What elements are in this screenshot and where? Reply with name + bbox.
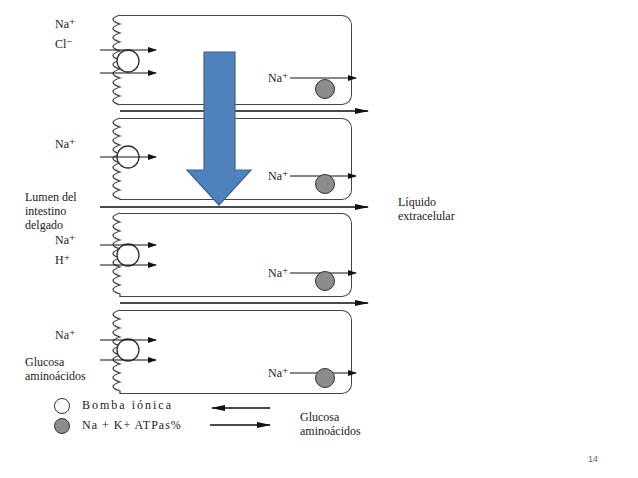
legend-swatch — [54, 398, 70, 414]
apical-arrow — [100, 360, 156, 361]
ion-pump-symbol — [117, 146, 139, 168]
legend-text: Glucosa aminoácidos — [300, 410, 380, 438]
sodium-arrow — [290, 373, 356, 374]
atpase-symbol — [316, 369, 335, 388]
ion-label: Na⁺ — [268, 71, 288, 85]
microvilli — [113, 15, 120, 105]
atpase-symbol — [316, 272, 335, 291]
label: Glucosa aminoácidos — [25, 355, 110, 383]
sodium-arrow — [290, 273, 356, 274]
label: Cl⁻ — [55, 37, 73, 51]
apical-arrow — [100, 265, 156, 266]
label: Na⁺ — [55, 233, 75, 247]
label: Na⁺ — [55, 137, 75, 151]
legend-text: Bomba iónica — [82, 398, 173, 412]
apical-arrow — [100, 340, 156, 341]
ion-pump-symbol — [117, 50, 139, 72]
apical-arrow — [100, 157, 156, 158]
ion-pump-symbol — [117, 244, 139, 266]
flow-arrow — [187, 52, 251, 205]
paracellular-arrow — [120, 302, 368, 303]
ion-label: Na⁺ — [268, 169, 288, 183]
label: Na⁺ — [55, 328, 75, 342]
legend-text: Na + K+ ATPas% — [82, 418, 182, 432]
atpase-symbol — [316, 175, 335, 194]
microvilli — [113, 310, 120, 394]
label: H⁺ — [55, 253, 70, 267]
label: Na⁺ — [55, 17, 75, 31]
sodium-arrow — [290, 176, 356, 177]
legend-arrow — [212, 407, 270, 408]
ion-label: Na⁺ — [268, 366, 288, 380]
apical-arrow — [100, 50, 156, 51]
paracellular-arrow — [100, 206, 368, 207]
microvilli — [113, 213, 120, 297]
epithelial-cell: Na⁺ — [120, 15, 352, 105]
label: Lumen del intestino delgado — [25, 190, 103, 232]
paracellular-arrow — [120, 110, 368, 111]
legend-arrow — [210, 424, 270, 425]
atpase-symbol — [316, 80, 335, 99]
apical-arrow — [100, 245, 156, 246]
epithelial-cell: Na⁺ — [120, 310, 352, 394]
epithelial-cell: Na⁺ — [120, 118, 352, 200]
microvilli — [113, 118, 120, 200]
page-number: 14 — [588, 452, 598, 466]
apical-arrow — [100, 73, 156, 74]
ion-label: Na⁺ — [268, 266, 288, 280]
label: Líquido extracelular — [398, 195, 493, 223]
epithelial-cell: Na⁺ — [120, 213, 352, 297]
ion-pump-symbol — [117, 339, 139, 361]
sodium-arrow — [290, 78, 356, 79]
legend-swatch — [54, 418, 70, 434]
